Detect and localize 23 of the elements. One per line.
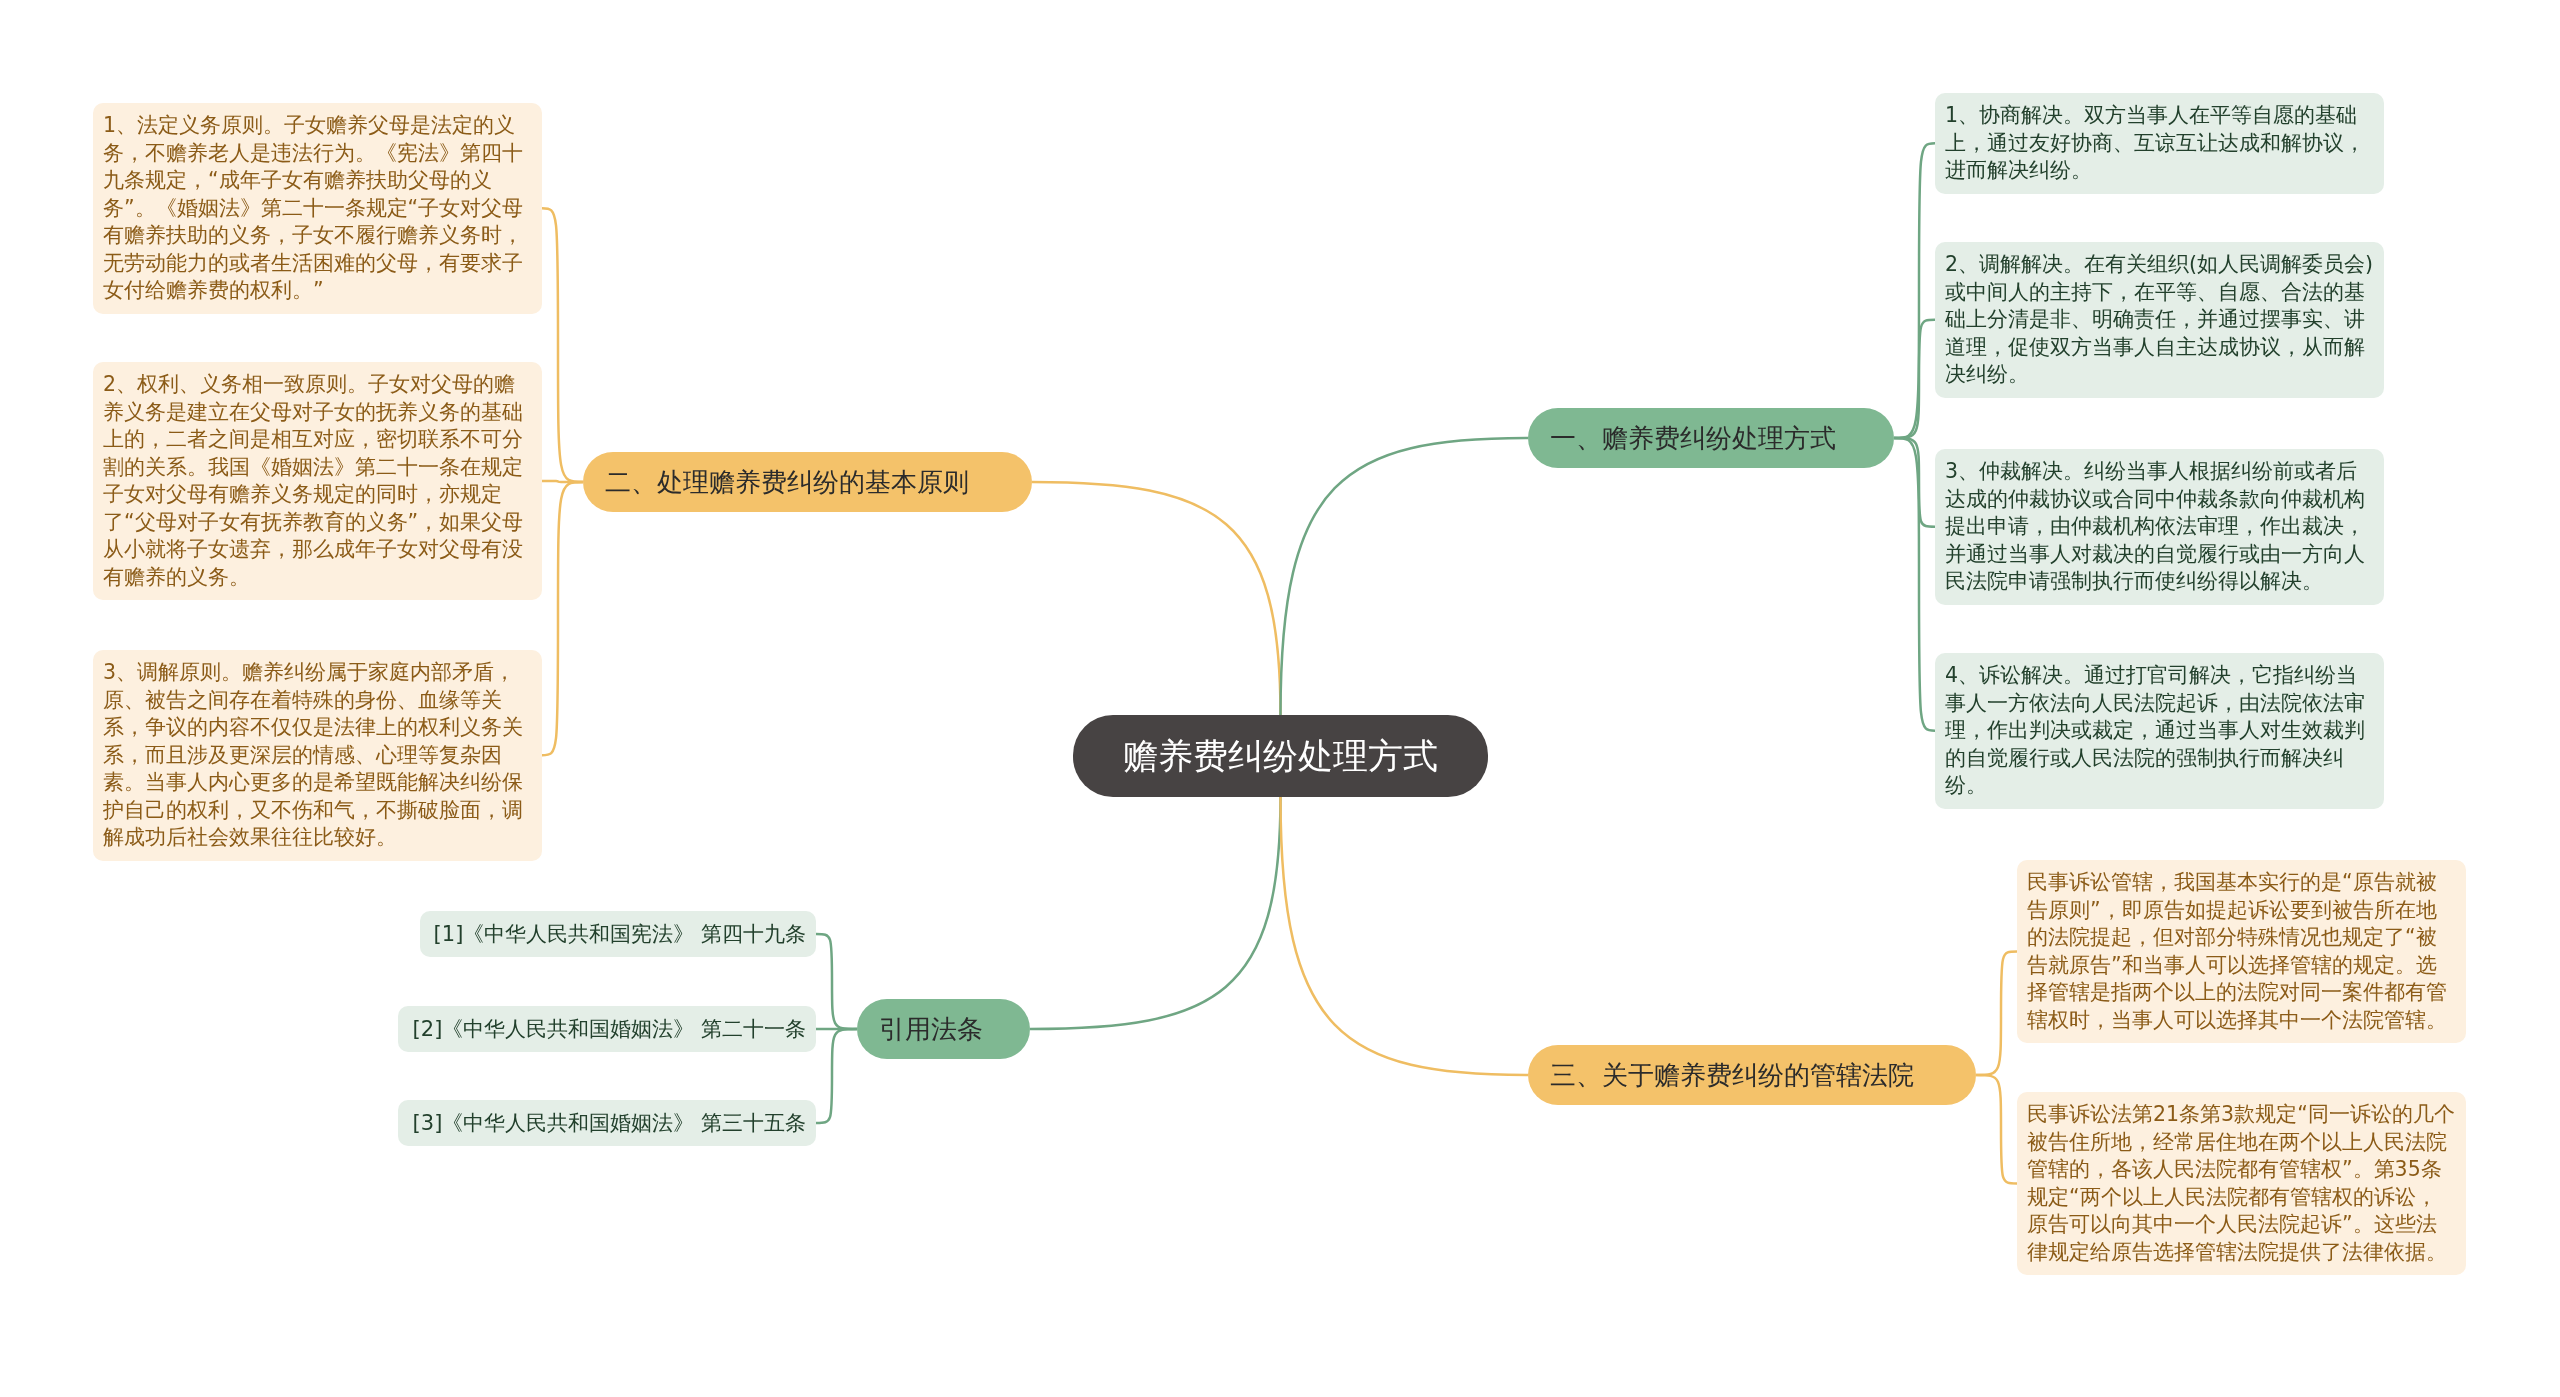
branch-topic: 一、赡养费纠纷处理方式 <box>1528 408 1894 468</box>
branch-topic: 三、关于赡养费纠纷的管辖法院 <box>1528 1045 1976 1105</box>
connector-line <box>1279 436 1529 716</box>
connector-line <box>541 480 583 757</box>
citation-card: [3]《中华人民共和国婚姻法》 第三十五条 <box>398 1100 816 1146</box>
branch-topic: 引用法条 <box>857 999 1030 1059</box>
note-card: 2、调解解决。在有关组织(如人民调解委员会)或中间人的主持下，在平等、自愿、合法的基础上分清是非、明确责任，并通过摆事实、讲道理，促使双方当事人自主达成协议，从而解决纠纷。 <box>1935 242 2384 398</box>
connector-line <box>1279 796 1529 1077</box>
note-card: 4、诉讼解决。通过打官司解决，它指纠纷当事人一方依法向人民法院起诉，由法院依法审理，作出判决或裁定，通过当事人对生效裁判的自觉履行或人民法院的强制执行而解决纠纷。 <box>1935 653 2384 809</box>
citation-card: [1]《中华人民共和国宪法》 第四十九条 <box>420 911 816 957</box>
note-card: 1、协商解决。双方当事人在平等自愿的基础上，通过友好协商、互谅互让达成和解协议，进而解决纠纷。 <box>1935 93 2384 194</box>
note-card: 1、法定义务原则。子女赡养父母是法定的义务，不赡养老人是违法行为。《宪法》第四十九条规定，“成年子女有赡养扶助父母的义务”。《婚姻法》第二十一条规定“子女对父母有赡养扶助的义务，子女不履行赡养义务时，无劳动能力的或者生活困难的父母，有要求子女付给赡养费的权利。” <box>93 103 542 314</box>
note-card: 民事诉讼管辖，我国基本实行的是“原告就被告原则”，即原告如提起诉讼要到被告所在地的法院提起，但对部分特殊情况也规定了“被告就原告”和当事人可以选择管辖的规定。选择管辖是指两个以上的法院对同一案件都有管辖权时，当事人可以选择其中一个法院管辖。 <box>2017 860 2466 1043</box>
note-card: 民事诉讼法第21条第3款规定“同一诉讼的几个被告住所地，经常居住地在两个以上人民法院管辖的，各该人民法院都有管辖权”。第35条规定“两个以上人民法院都有管辖权的诉讼，原告可以向其中一个人民法院起诉”。这些法律规定给原告选择管辖法院提供了法律依据。 <box>2017 1092 2466 1275</box>
note-card: 3、仲裁解决。纠纷当事人根据纠纷前或者后达成的仲裁协议或合同中仲裁条款向仲裁机构提出申请，由仲裁机构依法审理，作出裁决，并通过当事人对裁决的自觉履行或由一方向人民法院申请强制执行而使纠纷得以解决。 <box>1935 449 2384 605</box>
central-topic: 赡养费纠纷处理方式 <box>1073 715 1488 797</box>
note-card: 3、调解原则。赡养纠纷属于家庭内部矛盾，原、被告之间存在着特殊的身份、血缘等关系，争议的内容不仅仅是法律上的权利义务关系，而且涉及更深层的情感、心理等复杂因素。当事人内心更多的是希望既能解决纠纷保护自己的权利，又不伤和气，不撕破脸面，调解成功后社会效果往往比较好。 <box>93 650 542 861</box>
connector-line <box>1894 436 1936 732</box>
branch-topic: 二、处理赡养费纠纷的基本原则 <box>583 452 1032 512</box>
note-card: 2、权利、义务相一致原则。子女对父母的赡养义务是建立在父母对子女的抚养义务的基础上的，二者之间是相互对应，密切联系不可分割的关系。我国《婚姻法》第二十一条在规定子女对父母有赡养义务规定的同时，亦规定了“父母对子女有抚养教育的义务”，如果父母从小就将子女遗弃，那么成年子女对父母有没有赡养的义务。 <box>93 362 542 600</box>
connector-line <box>1976 1073 2017 1185</box>
citation-card: [2]《中华人民共和国婚姻法》 第二十一条 <box>398 1006 816 1052</box>
connector-line <box>816 1027 857 1125</box>
